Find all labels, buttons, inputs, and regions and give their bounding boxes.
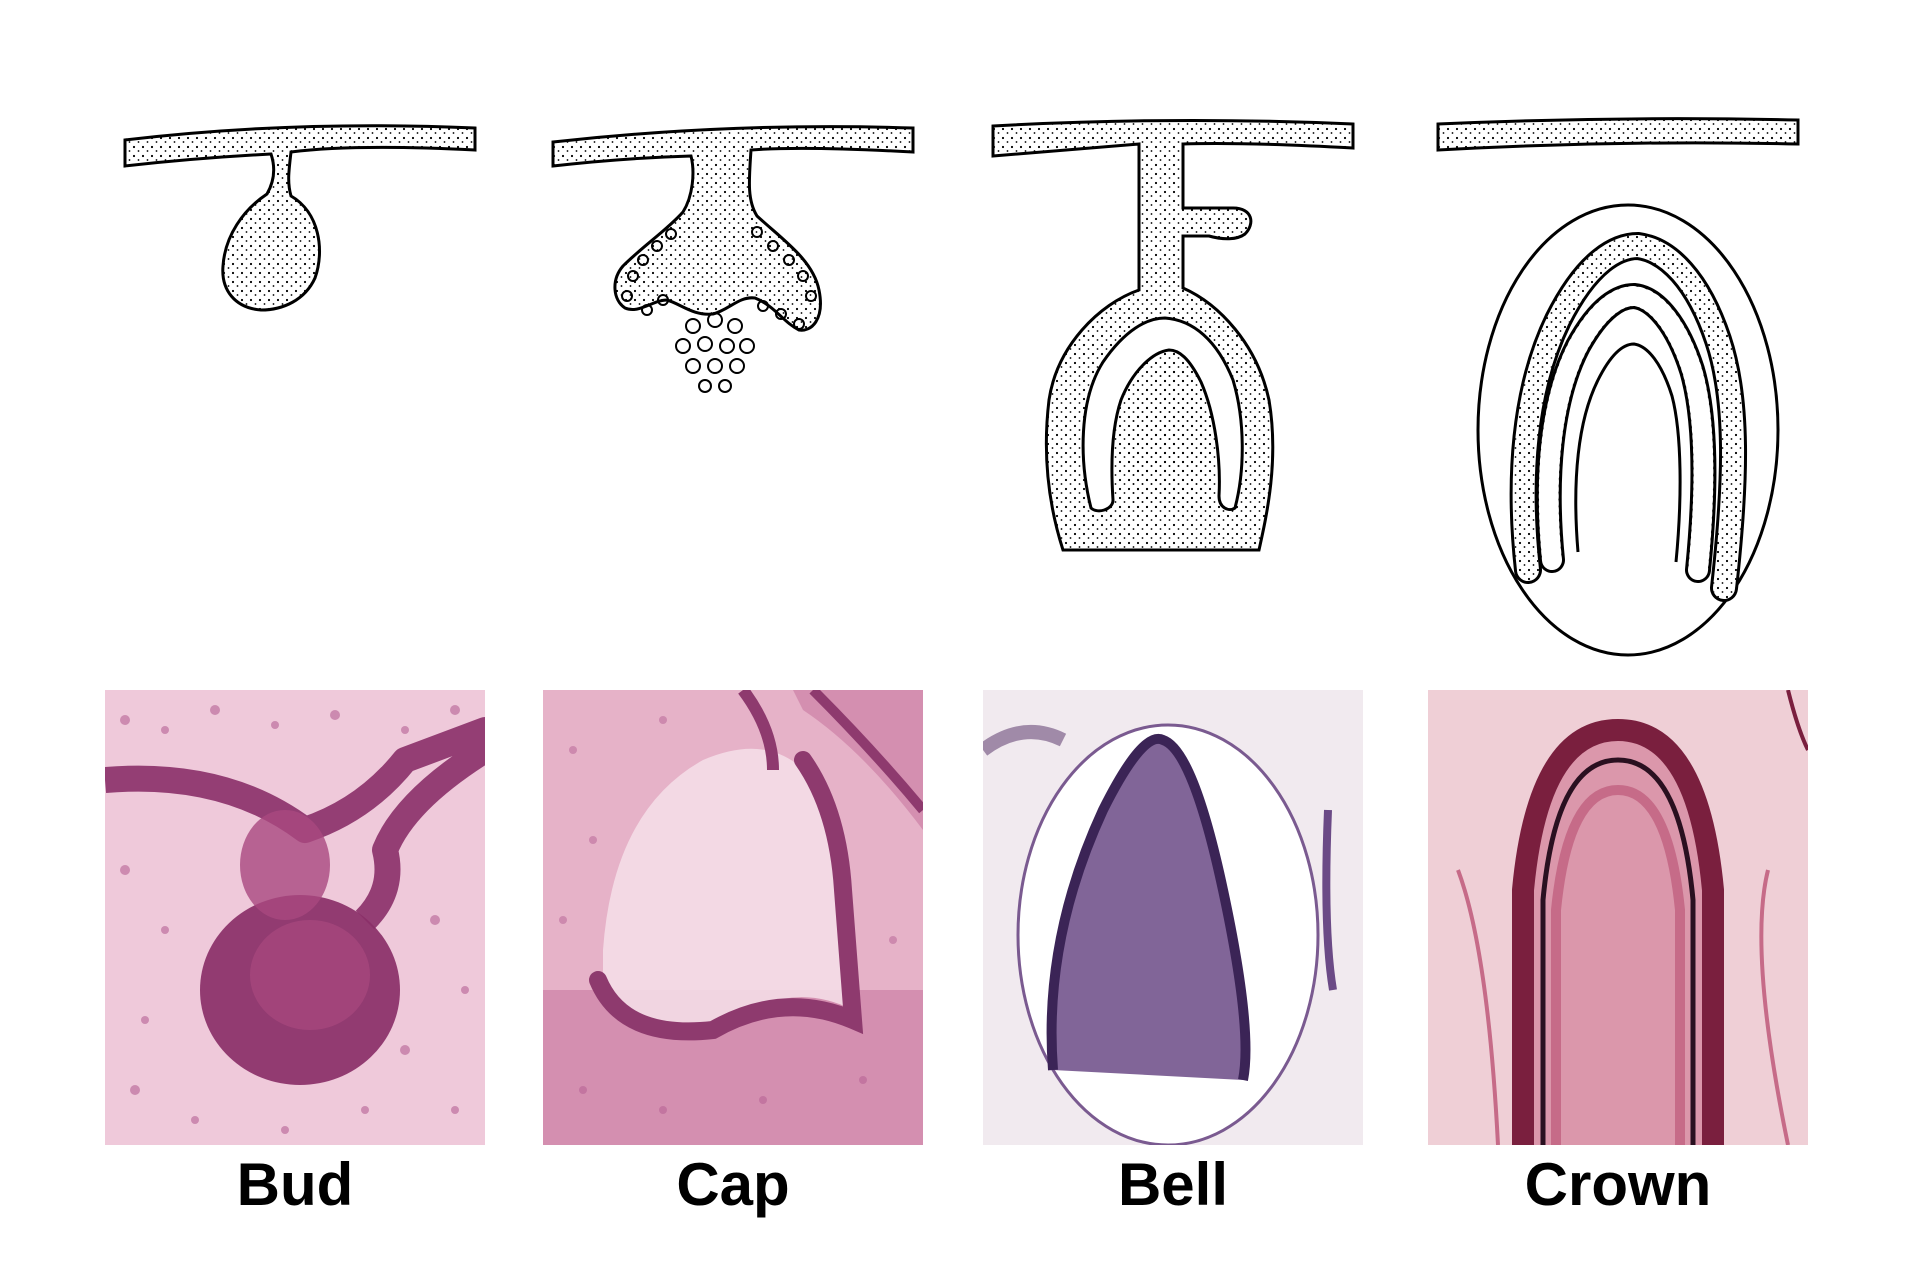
- stage-label-bud: Bud: [236, 1151, 354, 1218]
- stage-crown: Crown: [1428, 0, 1808, 1280]
- cap-dental-papilla-cells: [675, 312, 755, 393]
- stage-bud: Bud: [105, 0, 485, 1280]
- stage-bell: Bell: [983, 0, 1363, 1280]
- stage-label-cap: Cap: [676, 1151, 790, 1218]
- bell-diagram: [991, 118, 1355, 552]
- oral-epithelium: [551, 125, 915, 332]
- stage-cap: Cap: [543, 0, 923, 1280]
- bud-micrograph: [105, 690, 485, 1145]
- cap-diagram: [551, 125, 915, 393]
- crown-micrograph: [1428, 690, 1808, 1145]
- bell-micrograph: [983, 690, 1363, 1145]
- cap-enamel-organ: [603, 748, 853, 1030]
- bud-diagram: [123, 124, 477, 312]
- stage-label-bell: Bell: [1117, 1151, 1229, 1218]
- crown-dentin-layer: [1574, 342, 1682, 563]
- oral-epithelium: [123, 124, 477, 312]
- cap-inner-enamel-cells: [621, 226, 817, 330]
- bud-epithelium-band: [105, 717, 485, 930]
- cap-inner-enamel-epithelium: [589, 751, 864, 1041]
- crown-diagram: [1436, 117, 1800, 657]
- bell-inner-cavity: [1081, 316, 1244, 513]
- stage-label-crown: Crown: [1524, 1151, 1712, 1218]
- bell-dental-papilla: [1128, 366, 1210, 508]
- cap-micrograph: [543, 690, 923, 1145]
- crown-enamel-dentin: [1512, 718, 1724, 1145]
- oral-epithelium: [1436, 117, 1800, 152]
